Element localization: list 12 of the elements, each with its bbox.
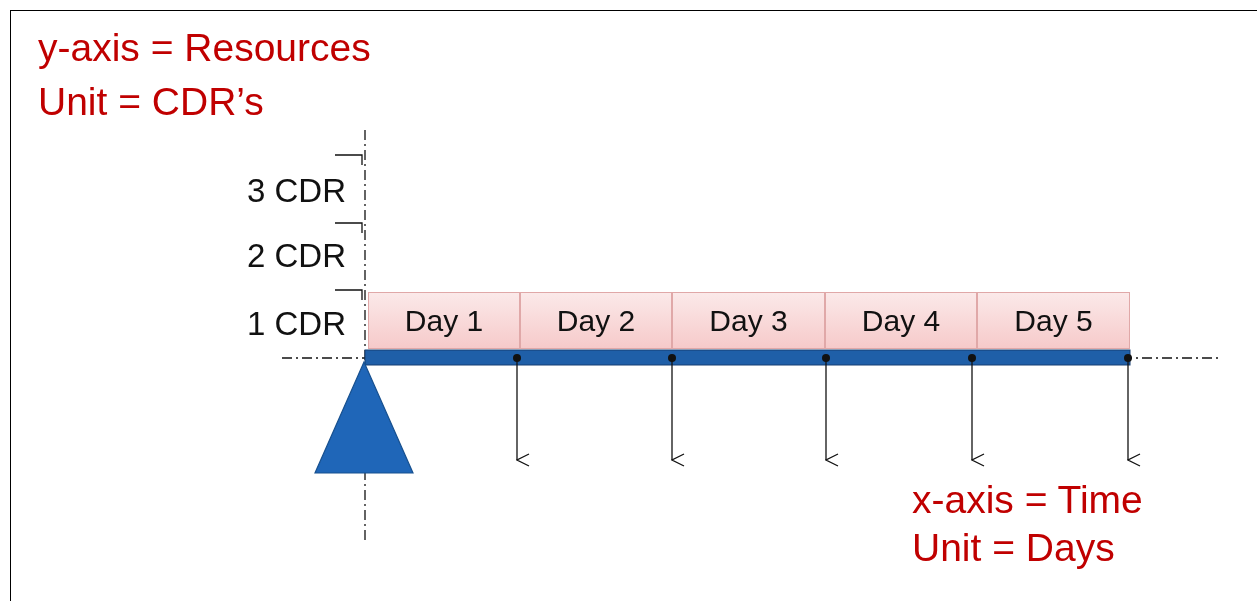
day-box: Day 2	[520, 292, 672, 349]
day-box: Day 1	[368, 292, 520, 349]
day-box: Day 4	[825, 292, 977, 349]
axis-tick-label: 2 CDR	[245, 237, 346, 275]
axis-tick-label: 3 CDR	[245, 172, 346, 210]
day-box: Day 3	[672, 292, 825, 349]
axis-tick-label: 1 CDR	[245, 305, 346, 343]
axis-title: x-axis = Time	[912, 478, 1143, 523]
axis-title: y-axis = Resources	[38, 26, 371, 71]
axis-unit-text: Unit = CDR’s	[38, 80, 264, 125]
day-box: Day 5	[977, 292, 1130, 349]
axis-unit-text: Unit = Days	[912, 526, 1115, 571]
